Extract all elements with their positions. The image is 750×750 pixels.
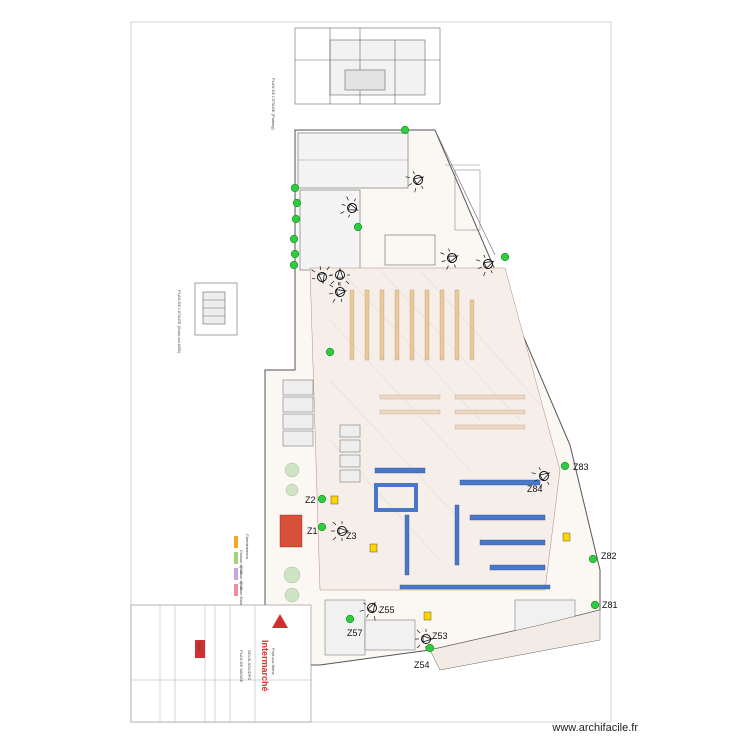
zone-label-z81: Z81 bbox=[602, 600, 618, 610]
light-fixture-icon bbox=[531, 467, 551, 489]
light-fixture-icon bbox=[475, 254, 495, 277]
light-fixture-icon bbox=[329, 282, 348, 303]
zone-label-z55: Z55 bbox=[379, 605, 395, 615]
detector-dot bbox=[560, 461, 570, 471]
brand-sub: Pont-sur-Seine bbox=[271, 648, 276, 675]
zone-label-z53: Z53 bbox=[432, 631, 448, 641]
zone-label-z3: Z3 bbox=[346, 531, 357, 541]
legend-item-2: Cloison ep 15 bbox=[239, 550, 244, 575]
detector-dot bbox=[291, 214, 301, 224]
sheet-label: SOUS-SOL/DPS bbox=[247, 650, 252, 680]
zone-label-z83: Z83 bbox=[573, 462, 589, 472]
zone-label-z1: Z1 bbox=[307, 526, 318, 536]
detector-dot bbox=[345, 614, 355, 624]
detector-dot bbox=[289, 234, 299, 244]
zone-label-z82: Z82 bbox=[601, 551, 617, 561]
detector-dot bbox=[290, 183, 300, 193]
zone-label-z2: Z2 bbox=[305, 495, 316, 505]
detector-dots bbox=[289, 125, 600, 653]
zone-label-z57: Z57 bbox=[347, 628, 363, 638]
light-fixture-icon bbox=[359, 601, 381, 621]
zone-label-z84: Z84 bbox=[527, 484, 543, 494]
detector-dot bbox=[289, 260, 299, 270]
zone-label-z54: Z54 bbox=[414, 660, 430, 670]
detector-dot bbox=[500, 252, 510, 262]
floor-label-parking: PLAN DE L'ETAGE (Parking) bbox=[271, 78, 276, 130]
zone-labels: Z83 Z84 Z2 Z1 Z3 Z82 Z81 Z55 Z57 Z53 Z54 bbox=[305, 462, 618, 670]
detector-dot bbox=[290, 249, 300, 259]
stair-plan bbox=[194, 282, 238, 336]
detector-dot bbox=[325, 347, 335, 357]
light-fixture-icon bbox=[311, 266, 332, 285]
red-room bbox=[279, 514, 303, 548]
detector-dot bbox=[590, 600, 600, 610]
detector-dot bbox=[317, 494, 327, 504]
light-fixture-icon bbox=[331, 521, 350, 541]
detector-dot bbox=[400, 125, 410, 135]
light-fixture-icon bbox=[330, 267, 350, 286]
watermark-text: www.archifacile.fr bbox=[552, 722, 638, 734]
legend-item-4: Cloison Existante bbox=[239, 582, 244, 614]
title-block: AEB Intermarché Pont-sur-Seine PLAN DE M… bbox=[130, 604, 312, 723]
lamp-markers bbox=[311, 171, 551, 649]
detector-dot bbox=[317, 522, 327, 532]
brand-name: Intermarché bbox=[260, 640, 270, 692]
legend: Cheminement Cloison ep 15 Cloison ep 10 … bbox=[234, 534, 250, 614]
doc-label: PLAN DE MASSE bbox=[239, 650, 244, 683]
light-fixture-icon bbox=[405, 171, 425, 193]
legend-item-1: Cheminement bbox=[245, 534, 250, 560]
floor-label-sous-sol: PLAN DE L'ETAGE (Sous-sol-AEB) bbox=[177, 290, 182, 354]
brand-logo-icon bbox=[272, 614, 288, 628]
detector-dot bbox=[353, 222, 363, 232]
light-fixture-icon bbox=[440, 248, 459, 270]
legend-item-3: Cloison ep 10 bbox=[239, 566, 244, 591]
light-fixture-icon bbox=[415, 629, 434, 649]
detector-dot bbox=[292, 198, 302, 208]
main-building bbox=[264, 129, 601, 671]
detector-dot bbox=[588, 554, 598, 564]
upper-floor-plan bbox=[294, 27, 441, 105]
company-logo-text: AEB bbox=[197, 642, 202, 650]
detector-dot bbox=[425, 643, 435, 653]
light-fixture-icon bbox=[340, 196, 359, 218]
